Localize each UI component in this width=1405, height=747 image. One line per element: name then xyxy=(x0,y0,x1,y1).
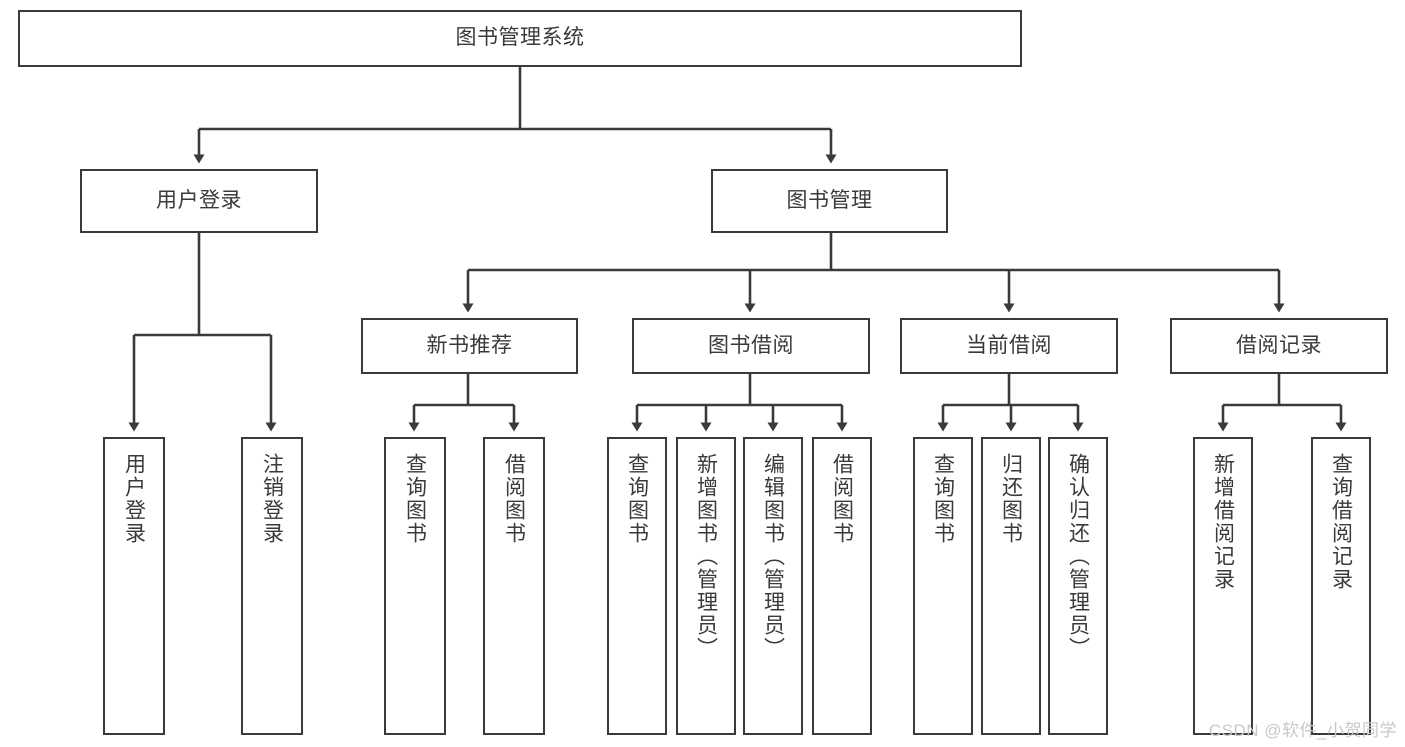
node-leaf-logout[interactable]: 注销登录 xyxy=(241,437,303,735)
node-book-manage[interactable]: 图书管理 xyxy=(711,169,948,233)
node-leaf-add-record-label: 新增借阅记录 xyxy=(1211,453,1235,591)
node-leaf-return-book[interactable]: 归还图书 xyxy=(981,437,1041,735)
node-leaf-logout-label: 注销登录 xyxy=(260,453,284,545)
node-leaf-borrow-book-2[interactable]: 借阅图书 xyxy=(812,437,872,735)
node-leaf-return-book-label: 归还图书 xyxy=(999,453,1023,545)
node-leaf-edit-book[interactable]: 编辑图书（管理员） xyxy=(743,437,803,735)
node-leaf-add-book[interactable]: 新增图书（管理员） xyxy=(676,437,736,735)
node-leaf-add-book-label: 新增图书（管理员） xyxy=(694,453,718,660)
node-current-borrow[interactable]: 当前借阅 xyxy=(900,318,1118,374)
node-leaf-borrow-book-2-label: 借阅图书 xyxy=(830,453,854,545)
node-leaf-query-record[interactable]: 查询借阅记录 xyxy=(1311,437,1371,735)
node-user-login[interactable]: 用户登录 xyxy=(80,169,318,233)
node-leaf-add-record[interactable]: 新增借阅记录 xyxy=(1193,437,1253,735)
node-current-borrow-label: 当前借阅 xyxy=(966,333,1052,357)
node-borrow-record-label: 借阅记录 xyxy=(1236,333,1322,357)
node-leaf-query-record-label: 查询借阅记录 xyxy=(1329,453,1353,591)
node-book-manage-label: 图书管理 xyxy=(786,188,873,212)
node-leaf-query-book-1[interactable]: 查询图书 xyxy=(384,437,446,735)
node-new-book-rec[interactable]: 新书推荐 xyxy=(361,318,578,374)
node-borrow-record[interactable]: 借阅记录 xyxy=(1170,318,1388,374)
node-new-book-rec-label: 新书推荐 xyxy=(426,333,513,357)
node-leaf-user-login[interactable]: 用户登录 xyxy=(103,437,165,735)
node-leaf-borrow-book-1-label: 借阅图书 xyxy=(502,453,526,545)
node-leaf-query-book-3[interactable]: 查询图书 xyxy=(913,437,973,735)
node-leaf-borrow-book-1[interactable]: 借阅图书 xyxy=(483,437,545,735)
node-leaf-confirm-return-label: 确认归还（管理员） xyxy=(1066,453,1090,660)
node-user-login-label: 用户登录 xyxy=(156,188,242,212)
node-leaf-query-book-3-label: 查询图书 xyxy=(931,453,955,545)
csdn-watermark: CSDN @软件_小贺同学 xyxy=(1208,721,1397,740)
node-leaf-edit-book-label: 编辑图书（管理员） xyxy=(761,453,785,660)
node-leaf-confirm-return[interactable]: 确认归还（管理员） xyxy=(1048,437,1108,735)
node-leaf-query-book-2[interactable]: 查询图书 xyxy=(607,437,667,735)
node-root[interactable]: 图书管理系统 xyxy=(18,10,1022,67)
node-leaf-query-book-2-label: 查询图书 xyxy=(625,453,649,545)
node-leaf-user-login-label: 用户登录 xyxy=(122,453,146,545)
node-book-borrow[interactable]: 图书借阅 xyxy=(632,318,870,374)
node-leaf-query-book-1-label: 查询图书 xyxy=(403,453,427,545)
node-root-label: 图书管理系统 xyxy=(455,26,585,50)
node-book-borrow-label: 图书借阅 xyxy=(708,333,794,357)
